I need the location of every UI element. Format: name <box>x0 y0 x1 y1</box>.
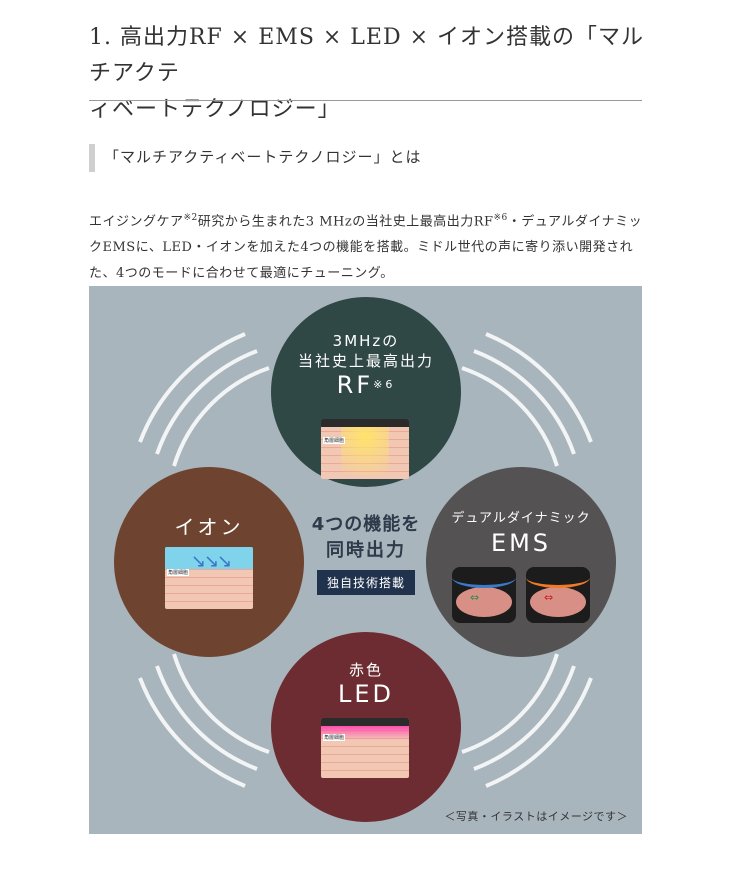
led-skin-label: 角層細胞 <box>323 734 346 741</box>
ems-muscle-left <box>456 587 512 617</box>
wave-arcs <box>138 332 593 788</box>
ems-arrow-left-icon: ⇔ <box>470 591 480 604</box>
ion-arrows-icon: ↘↘↘ <box>191 551 232 572</box>
technology-diagram: 3MHzの 当社史上最高出力 RF※6 角層細胞 イオン ↘↘↘ 角層細胞 デュ… <box>89 286 642 834</box>
image-caption: ＜写真・イラストはイメージです＞ <box>444 810 628 823</box>
section-heading-line2: ィベートテクノロジー」 <box>89 97 341 122</box>
subheading-bar <box>89 144 95 172</box>
ems-arrow-right-icon: ⇔ <box>544 591 554 604</box>
body-part1: エイジングケア <box>89 214 184 230</box>
ems-wave-orange <box>526 567 590 588</box>
ems-line2: EMS <box>490 529 552 557</box>
rf-line2: 当社史上最高出力 <box>297 352 434 370</box>
section-heading: 1. 高出力RF × EMS × LED × イオン搭載の「マルチアクテ ィベー… <box>89 20 649 128</box>
ems-circle: デュアルダイナミック EMS ⇔ ⇔ <box>426 467 616 657</box>
rf-line1: 3MHzの <box>332 332 400 350</box>
body-paragraph: エイジングケア※2研究から生まれた3 MHzの当社史上最高出力RF※6・デュアル… <box>89 205 644 287</box>
rf-line3: RF※6 <box>271 371 461 399</box>
center-label: 4つの機能を 同時出力 独自技術搭載 <box>302 512 430 595</box>
section-heading-line1: 1. 高出力RF × EMS × LED × イオン搭載の「マルチアクテ <box>89 25 645 86</box>
ion-skin-label: 角層細胞 <box>167 569 190 576</box>
rf-label: RF <box>336 371 374 399</box>
body-footnote-2: ※2 <box>183 213 198 223</box>
subheading: 「マルチアクティベートテクノロジー」とは <box>104 148 422 166</box>
body-part3: ・デュアルダイナミックEMSに、LED・イオンを加えた4つの機能を搭載。ミドル世… <box>89 214 643 282</box>
ion-circle: イオン ↘↘↘ 角層細胞 <box>114 467 304 657</box>
center-line2: 同時出力 <box>326 540 406 561</box>
proprietary-tech-badge: 独自技術搭載 <box>316 570 415 595</box>
led-circle: 赤色 LED 角層細胞 <box>271 632 461 822</box>
rf-note: ※6 <box>373 378 396 391</box>
ion-skin-illustration: ↘↘↘ 角層細胞 <box>165 547 253 609</box>
rf-device-head <box>321 419 409 427</box>
rf-skin-label: 角層細胞 <box>323 437 346 444</box>
rf-heat-waves <box>341 427 389 475</box>
center-line1: 4つの機能を <box>311 514 421 535</box>
ems-wave-blue <box>452 567 516 588</box>
ems-muscle-right <box>530 587 586 617</box>
ion-title: イオン <box>174 515 244 539</box>
led-device-head <box>321 718 409 726</box>
rf-circle: 3MHzの 当社史上最高出力 RF※6 角層細胞 <box>271 297 461 487</box>
ems-illustration-right: ⇔ <box>526 567 590 623</box>
led-skin-illustration: 角層細胞 <box>321 718 409 778</box>
led-line1: 赤色 <box>348 661 383 679</box>
ems-illustration-left: ⇔ <box>452 567 516 623</box>
led-line2: LED <box>337 680 394 708</box>
ion-water-layer <box>165 547 253 569</box>
ems-line1: デュアルダイナミック <box>451 511 591 526</box>
heading-divider <box>89 100 642 101</box>
body-footnote-6: ※6 <box>493 213 508 223</box>
rf-skin-illustration: 角層細胞 <box>321 419 409 479</box>
body-part2: 研究から生まれた3 MHzの当社史上最高出力RF <box>197 214 494 230</box>
